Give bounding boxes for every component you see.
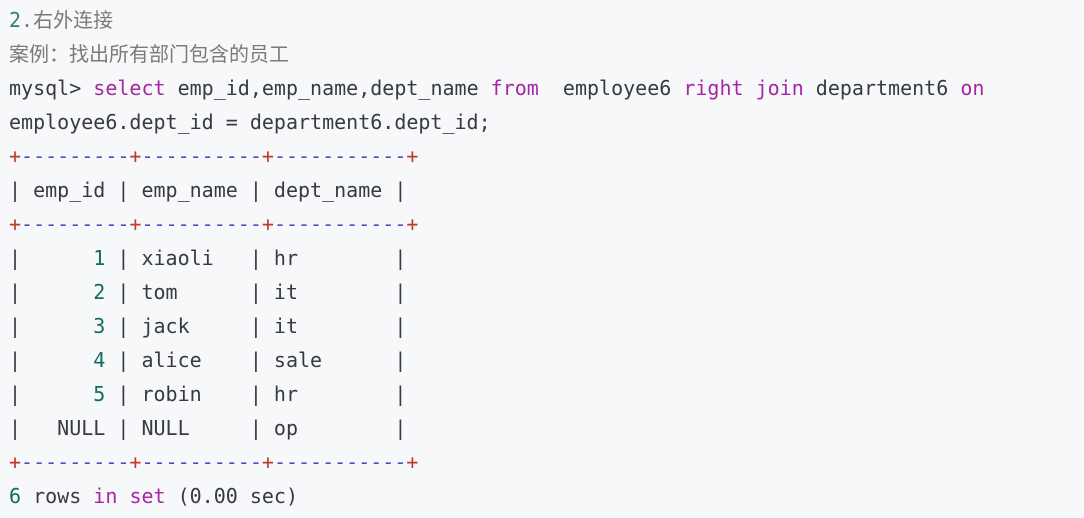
name-dept-cells: xiaoli | hr | xyxy=(141,246,407,270)
table-row: | 3 | jack | it | xyxy=(9,314,407,338)
mysql-prompt: mysql> xyxy=(9,76,94,100)
section-heading: 2.右外连接 xyxy=(9,3,1084,37)
select-columns: emp_id,emp_name,dept_name xyxy=(165,76,491,100)
case-description: 案例：找出所有部门包含的员工 xyxy=(9,42,289,66)
heading-number: 2 xyxy=(9,8,22,32)
table-row: | 2 | tom | it | xyxy=(9,280,407,304)
heading-title: 右外连接 xyxy=(33,8,114,32)
row-count: 6 xyxy=(9,484,22,508)
table-row: | 4 | alice | sale | xyxy=(9,348,407,372)
emp-id-cell: 5 xyxy=(93,382,106,406)
name-dept-cells: jack | it | xyxy=(141,314,407,338)
emp-id-cell: 2 xyxy=(93,280,106,304)
table-border-bottom: +---------+----------+-----------+ xyxy=(9,450,419,474)
right-table-name: department6 xyxy=(803,76,961,100)
right-keyword: right xyxy=(683,76,744,100)
heading-dot: . xyxy=(21,8,34,32)
name-dept-cells: tom | it | xyxy=(141,280,407,304)
table-row: | 1 | xiaoli | hr | xyxy=(9,246,407,270)
table-border-top: +---------+----------+-----------+ xyxy=(9,144,419,168)
query-time: (0.00 sec) xyxy=(165,484,299,508)
left-table-name: employee6 xyxy=(538,76,684,100)
from-keyword: from xyxy=(490,76,539,100)
name-dept-cells: robin | hr | xyxy=(141,382,407,406)
table-border-header: +---------+----------+-----------+ xyxy=(9,212,419,236)
on-keyword: on xyxy=(960,76,985,100)
result-summary: 6 rows in set (0.00 sec) xyxy=(9,484,299,508)
join-keyword: join xyxy=(755,76,804,100)
table-header-row: | emp_id | emp_name | dept_name | xyxy=(9,178,407,202)
emp-id-cell: 3 xyxy=(93,314,106,338)
select-keyword: select xyxy=(93,76,166,100)
emp-id-cell: 1 xyxy=(93,246,106,270)
in-keyword: in xyxy=(93,484,118,508)
sql-query-line-1: mysql> select emp_id,emp_name,dept_name … xyxy=(9,71,1084,105)
name-dept-cells: alice | sale | xyxy=(141,348,407,372)
emp-id-cell: 4 xyxy=(93,348,106,372)
table-row-null: | NULL | NULL | op | xyxy=(9,416,407,440)
table-row: | 5 | robin | hr | xyxy=(9,382,407,406)
set-keyword: set xyxy=(129,484,166,508)
sql-query-line-2: employee6.dept_id = department6.dept_id; xyxy=(9,110,491,134)
